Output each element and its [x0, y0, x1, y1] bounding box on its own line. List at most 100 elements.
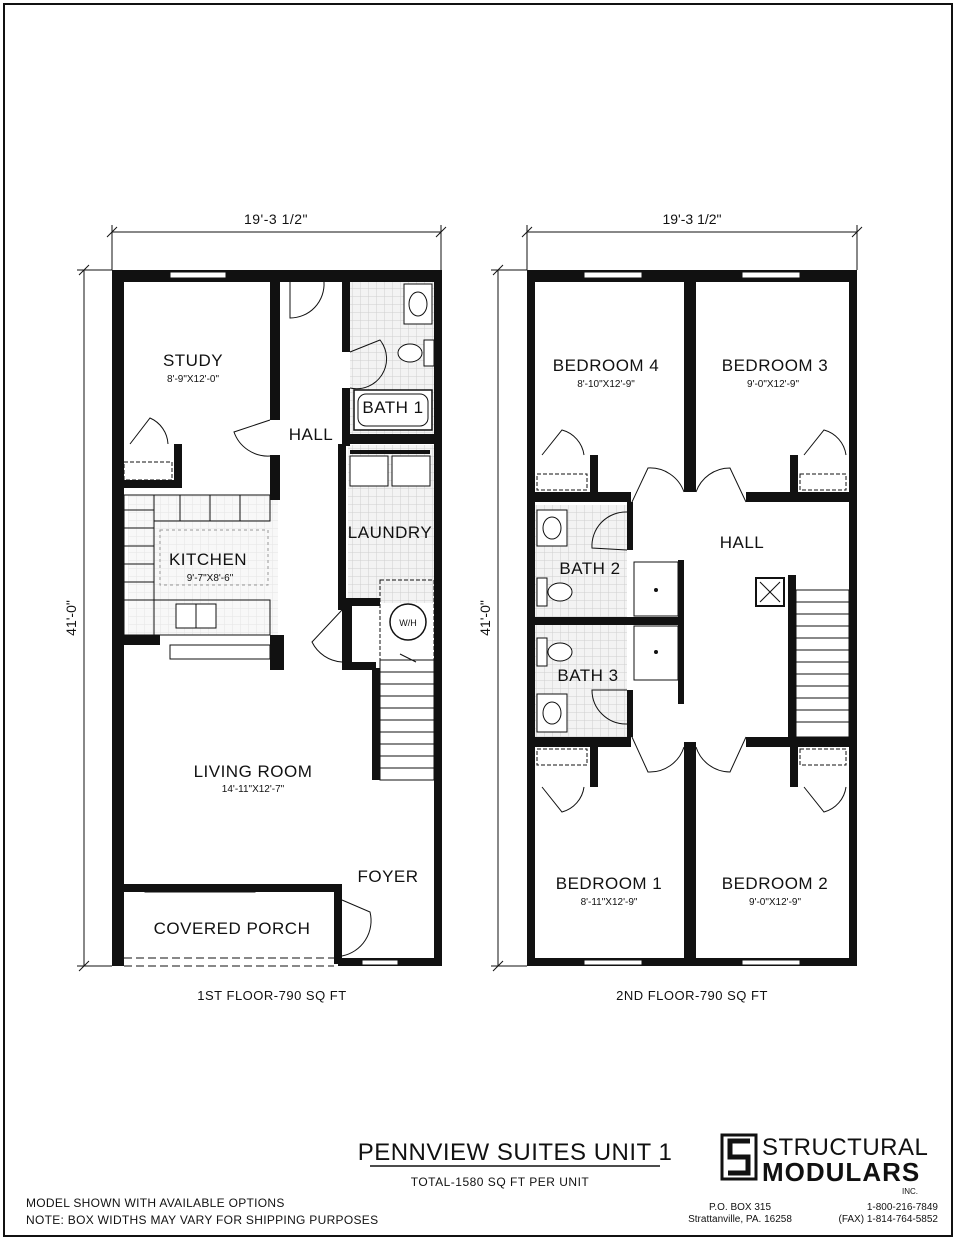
- first-floor-caption: 1ST FLOOR-790 SQ FT: [197, 988, 346, 1003]
- bed1-closet-wall: [590, 737, 598, 787]
- sf-wall-left: [527, 270, 535, 966]
- bed1-closet-shelf: [536, 748, 588, 766]
- company-fax: (FAX) 1-814-764-5852: [838, 1214, 938, 1225]
- second-floor-width-label: 19'-3 1/2": [662, 211, 721, 227]
- study-size: 8'-9"X12'-0": [167, 374, 220, 385]
- structural-modulars-logo-icon: [720, 1133, 758, 1181]
- second-floor-width-dimension: [521, 225, 863, 270]
- linen-knob-upper: [654, 588, 658, 592]
- kitchen-wall-mid: [270, 455, 280, 500]
- sf-stair-chase-x2: [759, 581, 781, 603]
- kitchen-wall-bottom-left: [124, 635, 160, 645]
- study-closet-wall: [174, 444, 182, 488]
- sf-wall-right: [849, 270, 857, 966]
- bath2-vanity: [536, 509, 568, 547]
- study-label: STUDY: [163, 351, 223, 370]
- note-line-1: MODEL SHOWN WITH AVAILABLE OPTIONS: [26, 1196, 285, 1210]
- ff-wall-left: [112, 270, 124, 966]
- bed2-closet-wall: [790, 737, 798, 787]
- linen-wall: [678, 560, 684, 704]
- ff-wall-right: [434, 270, 442, 966]
- hall-label: HALL: [289, 425, 334, 444]
- sf-wall-top: [527, 270, 857, 282]
- second-floor-depth-label: 41'-0": [477, 600, 493, 636]
- bath1-toilet-tank: [423, 339, 435, 367]
- kitchen-peninsula: [169, 644, 271, 660]
- sf-window-bed3: [741, 271, 801, 279]
- bath3-sink-icon: [542, 701, 562, 725]
- bath1-sink-icon: [408, 291, 428, 317]
- bath3-wall-right: [627, 690, 633, 737]
- bed3-closet-wall: [790, 455, 798, 502]
- covered-porch-label: COVERED PORCH: [154, 919, 311, 938]
- kitchen-island-outline: [159, 529, 269, 586]
- laundry-shelf: [350, 450, 430, 454]
- second-floor-caption: 2ND FLOOR-790 SQ FT: [616, 988, 768, 1003]
- porch-wall-top: [112, 884, 342, 892]
- kitchen-counters: [123, 494, 271, 636]
- note-line-2: NOTE: BOX WIDTHS MAY VARY FOR SHIPPING P…: [26, 1213, 378, 1227]
- ff-window-study: [169, 271, 227, 279]
- bath1-vanity: [403, 283, 433, 325]
- study-closet-shelf: [123, 461, 173, 481]
- bed3-door-swing: [695, 467, 747, 503]
- bath3-label: BATH 3: [557, 666, 618, 685]
- company-po-box: P.O. BOX 315: [709, 1202, 772, 1213]
- second-floor-depth-dimension: [491, 264, 527, 972]
- bath2-sink-icon: [542, 516, 562, 540]
- bed4-bed3-wall: [684, 282, 696, 492]
- sf-window-bed1: [583, 959, 643, 966]
- sf-window-bed2: [741, 959, 801, 966]
- living-room-size: 14'-11"X12'-7": [222, 784, 285, 795]
- bed4-closet-shelf: [536, 473, 588, 491]
- plan-title: PENNVIEW SUITES UNIT 1: [358, 1139, 673, 1166]
- bedroom1-size: 8'-11"X12'-9": [581, 897, 638, 908]
- wh-door-swing: [311, 609, 343, 663]
- total-area: TOTAL-1580 SQ FT PER UNIT: [411, 1175, 590, 1189]
- wh-closet-wall-bottom: [342, 662, 376, 670]
- living-room-label: LIVING ROOM: [194, 762, 313, 781]
- bath1-tub-inner: [357, 393, 429, 427]
- laundry-label: LAUNDRY: [348, 523, 432, 542]
- bath1-wall-left-lower: [342, 388, 350, 446]
- bath2-toilet-tank: [536, 577, 548, 607]
- company-phone: 1-800-216-7849: [867, 1202, 939, 1213]
- study-door-swing: [233, 419, 271, 457]
- kitchen-wall-bottom-right: [270, 635, 284, 670]
- wh-closet-wall-top: [342, 598, 380, 606]
- bath2-toilet-icon: [547, 582, 573, 602]
- study-wall-bottom: [124, 480, 182, 488]
- kitchen-size: 9'-7"X8'-6": [187, 573, 234, 584]
- first-floor-depth-label: 41'-0": [63, 600, 79, 636]
- ff-stairs: [379, 653, 435, 781]
- bath2-door-swing: [591, 511, 628, 551]
- bath3-vanity: [536, 693, 568, 733]
- bed4-closet-wall: [590, 455, 598, 502]
- sf-stair-wall-bottom: [750, 737, 796, 747]
- company-name-line2: MODULARS: [762, 1157, 920, 1187]
- bed2-closet-door: [803, 786, 847, 813]
- sf-stair-wall-left: [788, 575, 796, 737]
- bed4-wall-bottom: [535, 492, 631, 502]
- bed2-door-swing: [695, 736, 747, 773]
- bath1-tub: [353, 389, 433, 431]
- bed1-wall-top: [535, 737, 631, 747]
- bed3-closet-shelf: [799, 473, 847, 491]
- ff-window-foyer: [361, 959, 399, 966]
- bath1-wall-bottom: [342, 434, 434, 444]
- first-floor-plan: 19'-3 1/2" 41'-0": [63, 211, 447, 1003]
- first-floor-depth-dimension: [77, 264, 112, 972]
- bed1-door-swing: [631, 736, 685, 773]
- linen-knob-lower: [654, 650, 658, 654]
- company-city: Strattanville, PA. 16258: [688, 1214, 792, 1225]
- bed1-bed2-wall: [684, 742, 696, 958]
- wh-closet-wall-left: [342, 598, 352, 668]
- wh-closet: [379, 579, 435, 661]
- bed4-closet-door: [541, 429, 585, 456]
- bedroom4-label: BEDROOM 4: [553, 356, 660, 375]
- bedroom1-label: BEDROOM 1: [556, 874, 663, 893]
- bath2-wall-right: [627, 502, 633, 550]
- bedroom4-size: 8'-10"X12'-9": [577, 379, 635, 390]
- ff-stair-wall: [372, 668, 380, 780]
